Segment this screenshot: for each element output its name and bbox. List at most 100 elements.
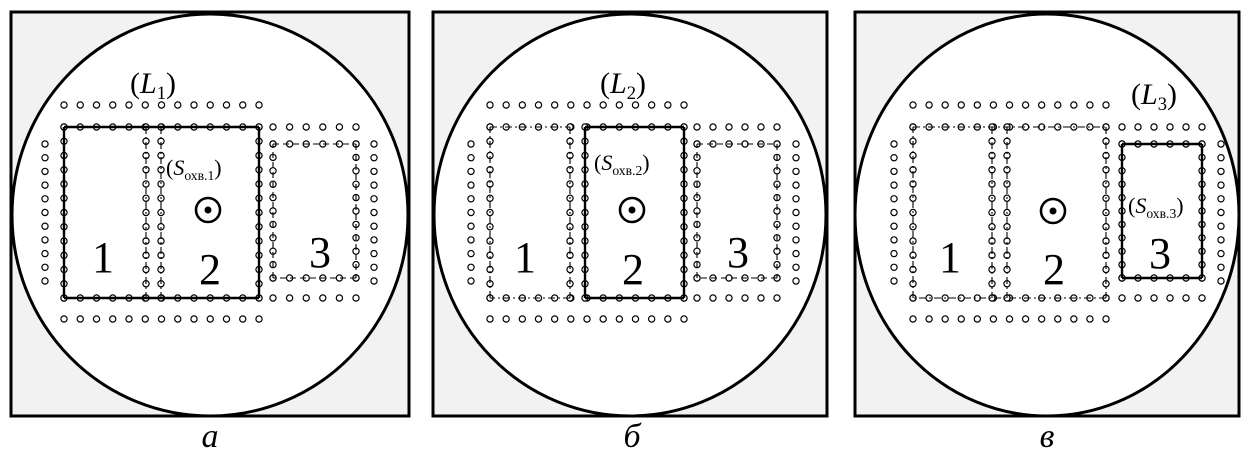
loop-dot — [989, 101, 998, 109]
loop-dot — [792, 277, 800, 285]
loop-dot — [352, 123, 360, 131]
loop-dot — [631, 101, 640, 109]
loop-dot — [486, 315, 494, 323]
loop-dot — [941, 315, 949, 323]
loop-dot — [109, 315, 117, 323]
loop-dot — [890, 167, 898, 176]
loop-dot — [239, 315, 247, 323]
loop-dot — [157, 315, 166, 323]
loop-dot — [467, 222, 475, 230]
loop-dot — [1005, 315, 1014, 323]
loop-dot — [1217, 195, 1225, 203]
loop-dot — [973, 315, 982, 323]
conductor-symbol — [194, 196, 222, 224]
loop-dot — [41, 236, 49, 244]
loop-dot — [1217, 208, 1225, 217]
loop-dot — [370, 208, 378, 217]
loop-dot — [909, 315, 917, 323]
loop-dot — [467, 181, 475, 189]
loop-dot — [302, 294, 310, 302]
loop-dot — [792, 236, 800, 244]
loop-dot — [467, 249, 475, 258]
loop-dot — [1102, 101, 1110, 109]
loop-dot — [467, 195, 475, 203]
loop-dot — [792, 153, 800, 162]
loop-dot — [1217, 249, 1225, 258]
loop-dot — [370, 263, 378, 271]
loop-dot — [693, 123, 701, 131]
loop-dot — [502, 315, 510, 323]
loop-dot — [76, 101, 84, 109]
loop-dot — [269, 294, 277, 302]
loop-dot — [709, 123, 717, 131]
loop-dot — [302, 123, 310, 131]
region-label-2: 2 — [622, 245, 644, 294]
region-label-3: 3 — [727, 228, 749, 277]
loop-dot — [1166, 123, 1174, 131]
loop-dot — [41, 263, 49, 271]
conductor-symbol — [618, 196, 646, 224]
loop-dot — [486, 101, 494, 109]
loop-dot — [1005, 101, 1014, 109]
loop-dot — [467, 208, 475, 217]
loop-dot — [60, 101, 68, 109]
loop-dot — [925, 315, 933, 323]
loop-dot — [925, 101, 933, 109]
region-label-1: 1 — [939, 233, 961, 282]
loop-dot — [1150, 123, 1158, 131]
loop-dot — [190, 101, 198, 109]
loop-dot — [890, 153, 898, 162]
loop-segments — [912, 126, 1204, 299]
loop-dot — [741, 123, 749, 131]
loop-dot — [502, 101, 510, 109]
panel-a: 1 2 3 (L1) (Sохв.1) а — [9, 10, 411, 455]
loop-dot — [370, 249, 378, 258]
loop-dot — [680, 315, 688, 323]
loop-dot — [773, 123, 781, 131]
loop-dot — [518, 315, 527, 323]
loop-dot — [1037, 315, 1046, 323]
loop-dot — [1166, 294, 1174, 302]
loop-dot — [1217, 153, 1225, 162]
loop-dot — [890, 208, 898, 217]
region-label-2: 2 — [1043, 245, 1065, 294]
loop-dot — [352, 294, 360, 302]
loop-dot — [1150, 294, 1158, 302]
loop-dot — [1198, 123, 1206, 131]
loop-dot — [370, 153, 378, 162]
loop-dot — [41, 277, 49, 285]
loop-dot — [467, 153, 475, 162]
panel-b: 1 2 3 (L2) (Sохв.2) б — [431, 10, 829, 455]
loop-dot — [890, 277, 898, 285]
loop-dot — [725, 294, 733, 302]
loop-dot — [615, 315, 624, 323]
loop-dot — [1217, 140, 1225, 148]
loop-dot — [599, 315, 607, 323]
dot-rows — [467, 101, 800, 323]
loop-segments — [489, 125, 778, 300]
loop-dot — [1134, 294, 1142, 302]
loop-label: (L1) — [130, 67, 176, 104]
loop-dot — [125, 101, 133, 109]
loop-dot — [1037, 101, 1046, 109]
loop-dot — [1182, 123, 1190, 131]
loop-dot — [1021, 315, 1030, 323]
loop-dot — [206, 101, 214, 109]
loop-dot — [467, 236, 475, 244]
loop-dot — [269, 123, 277, 131]
loop-dot — [41, 167, 49, 176]
panel-c: 1 2 3 (L3) (Sохв.3) в — [853, 10, 1241, 455]
loop-dot — [467, 140, 475, 148]
loop-dot — [890, 263, 898, 271]
region-label-3: 3 — [309, 228, 331, 277]
loop-dot — [567, 101, 575, 109]
loop-dot — [1118, 123, 1126, 131]
loop-dot — [647, 315, 656, 323]
loop-dot — [109, 101, 117, 109]
loop-dot — [664, 101, 672, 109]
loop-dot — [792, 195, 800, 203]
loop-dot — [41, 249, 49, 258]
region-label-1: 1 — [92, 233, 114, 282]
loop-dot — [141, 315, 149, 323]
loop-dot — [757, 123, 765, 131]
